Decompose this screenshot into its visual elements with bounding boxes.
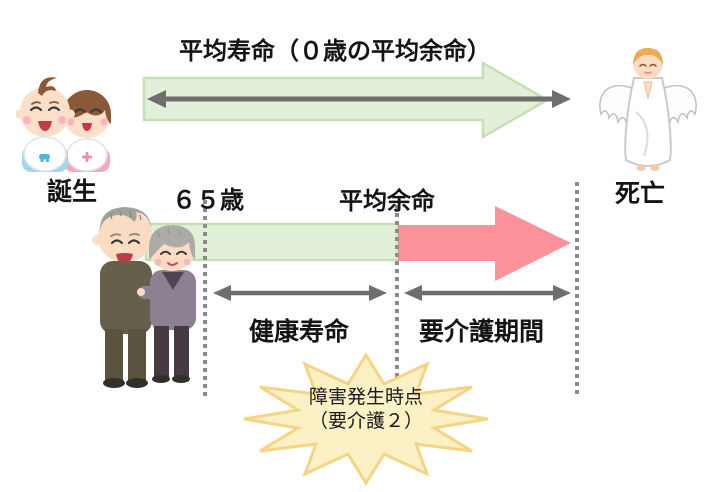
elderly-man-icon bbox=[92, 207, 158, 388]
disability-callout-line2: （要介護２） bbox=[308, 411, 423, 432]
period-healthy-life-label: 健康寿命 bbox=[249, 318, 350, 346]
angel-illustration bbox=[599, 48, 697, 171]
healthy-life-range-arrow bbox=[213, 285, 387, 301]
angel-icon bbox=[599, 48, 697, 171]
milestone-remaining-life-label: 平均余命 bbox=[339, 188, 435, 215]
milestone-death-label: 死亡 bbox=[615, 180, 666, 208]
newborn-babies-illustration bbox=[16, 77, 111, 172]
lifespan-range-arrow bbox=[147, 90, 571, 108]
period-care-required-label: 要介護期間 bbox=[419, 318, 545, 346]
milestone-birth-label: 誕生 bbox=[47, 178, 98, 206]
baby-boy-icon bbox=[16, 77, 75, 172]
disability-callout-text: 障害発生時点 （要介護２） bbox=[286, 386, 446, 434]
milestone-age65-label: ６５歳 bbox=[172, 187, 244, 214]
disability-starburst bbox=[243, 352, 489, 486]
baby-girl-icon bbox=[63, 90, 111, 172]
care-period-range-arrow bbox=[404, 285, 571, 301]
care-period-block-arrow bbox=[398, 206, 571, 281]
diagram-title: 平均寿命（０歳の平均余命） bbox=[179, 38, 491, 65]
elderly-woman-icon bbox=[137, 225, 196, 383]
disability-callout-line1: 障害発生時点 bbox=[308, 387, 423, 408]
elderly-couple-illustration bbox=[92, 207, 196, 388]
